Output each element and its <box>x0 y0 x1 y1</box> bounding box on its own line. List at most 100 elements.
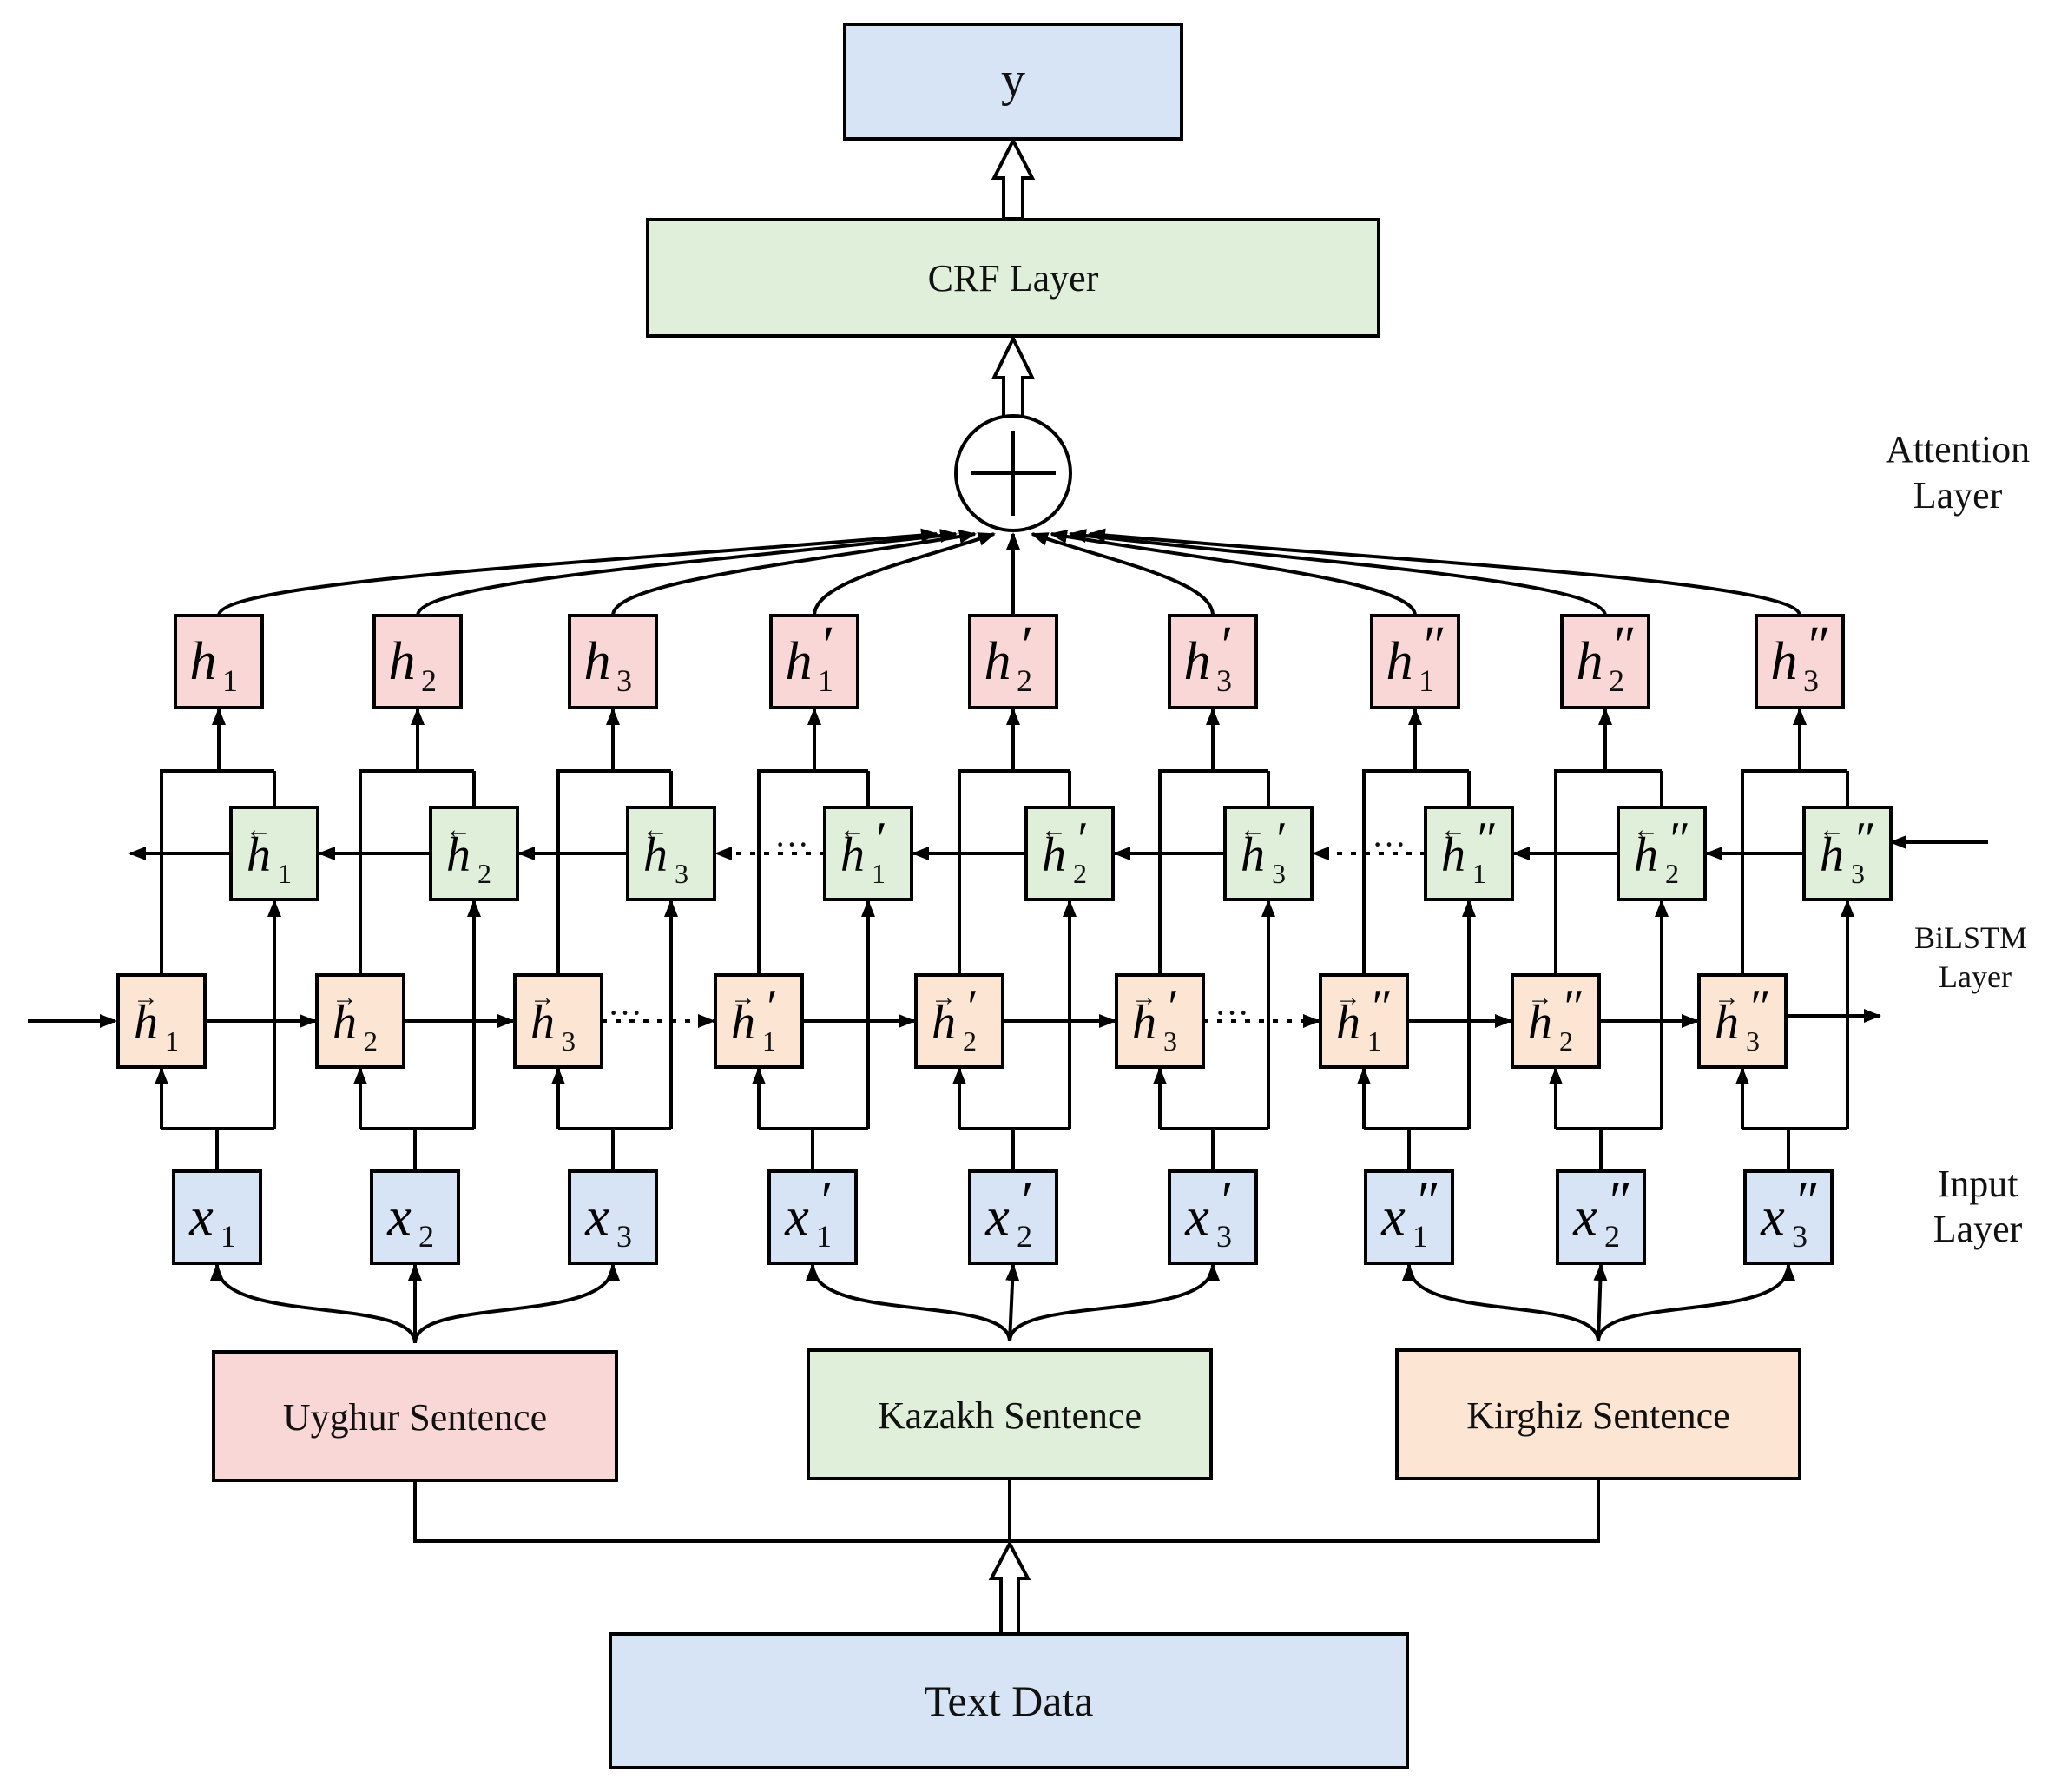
backward-lstm-node-symbol: h <box>1241 828 1265 882</box>
forward-lstm-node-box <box>315 973 405 1069</box>
input-node-box <box>172 1169 262 1265</box>
input-node-box <box>1364 1169 1454 1265</box>
forward-lstm-node-prime: ′ <box>764 980 775 1034</box>
forward-lstm-node-symbol: h <box>731 996 755 1050</box>
hidden-output-node-symbol: h <box>1771 632 1798 691</box>
hidden-output-node-prime: ′ <box>1018 616 1031 675</box>
forward-lstm-node-direction-icon: → <box>730 983 756 1011</box>
backward-lstm-node: h″1← <box>1424 806 1514 901</box>
sentence-to-input-arrow <box>806 1263 1011 1342</box>
hidden-output-node-subscript: 2 <box>1017 663 1032 698</box>
forward-lstm-node-subscript: 1 <box>762 1025 776 1057</box>
hidden-to-attention-arrow <box>1088 528 1801 616</box>
forward-lstm-node-prime: ″ <box>1369 980 1390 1034</box>
backward-lstm-node-prime: ″ <box>1853 813 1873 866</box>
input-node-box <box>1743 1169 1834 1265</box>
input-node-symbol: x <box>784 1188 809 1247</box>
hidden-to-attention-arrow <box>1031 532 1215 616</box>
backward-lstm-node-direction-icon: ← <box>1041 815 1067 844</box>
forward-lstm-node-prime: ″ <box>1748 980 1768 1034</box>
forward-lstm-node-direction-icon: → <box>1131 983 1157 1011</box>
backward-lstm-node-box <box>626 806 716 901</box>
input-node-subscript: 1 <box>221 1219 236 1254</box>
input-split-line <box>759 1127 868 1171</box>
backward-lstm-node-symbol: h <box>1042 828 1066 882</box>
hidden-output-node-symbol: h <box>1577 632 1603 691</box>
backward-lstm-node: h′2← <box>1024 806 1115 901</box>
input-node-box <box>968 1169 1058 1265</box>
forward-lstm-node-box <box>513 973 603 1069</box>
merge-line <box>556 769 673 975</box>
forward-lstm-node-box <box>1319 973 1409 1069</box>
hidden-to-attention-arrow <box>217 528 938 616</box>
input-node-symbol: x <box>188 1188 214 1247</box>
hidden-to-attention-arrow <box>416 529 958 616</box>
hidden-output-node-box <box>968 614 1058 709</box>
backward-lstm-node-box <box>1617 806 1707 901</box>
backward-lstm-node-subscript: 3 <box>675 858 688 889</box>
backward-lstm-node-box <box>823 806 913 901</box>
backward-lstm-node-direction-icon: ← <box>642 815 668 844</box>
input-node: x′2 <box>968 1169 1058 1265</box>
hidden-output-node-subscript: 2 <box>1609 663 1624 698</box>
input-node-subscript: 3 <box>1216 1219 1232 1254</box>
backward-lstm-node-subscript: 1 <box>1472 858 1486 889</box>
backward-lstm-node-subscript: 2 <box>477 858 491 889</box>
input-split-line <box>1160 1127 1268 1171</box>
sentence-to-input-arrow <box>1597 1263 1795 1342</box>
input-node-subscript: 3 <box>616 1219 632 1254</box>
backward-lstm-node-subscript: 3 <box>1272 858 1286 889</box>
input-layer-label-line1: Input <box>1938 1163 2018 1205</box>
attention-sum-node <box>954 414 1072 532</box>
forward-lstm-node-symbol: h <box>1132 996 1156 1050</box>
backward-lstm-node-prime: ′ <box>1274 813 1285 866</box>
input-node-symbol: x <box>984 1188 1010 1247</box>
forward-lstm-node-box <box>1697 973 1788 1069</box>
hidden-output-node: h″1 <box>1370 614 1460 709</box>
backward-lstm-node-direction-icon: ← <box>1240 815 1266 844</box>
backward-lstm-node-direction-icon: ← <box>1633 815 1659 844</box>
hidden-output-node-box <box>1168 614 1258 709</box>
hidden-output-node-subscript: 3 <box>616 663 632 698</box>
sentence-to-input-arrow <box>1005 1263 1020 1342</box>
backward-lstm-node-symbol: h <box>840 828 865 882</box>
backward-lstm-node-box <box>1223 806 1314 901</box>
forward-lstm-node-box <box>714 973 804 1069</box>
text-data-split-lines <box>413 1480 1600 1543</box>
input-node-prime: ″ <box>1414 1172 1438 1231</box>
hidden-output-node: h′1 <box>769 614 859 709</box>
forward-lstm-node-box <box>1511 973 1601 1069</box>
forward-lstm-node-symbol: h <box>1715 996 1739 1050</box>
input-node: x″2 <box>1556 1169 1646 1265</box>
merge-line <box>359 769 476 975</box>
text-data-label: Text Data <box>924 1677 1093 1725</box>
backward-lstm-node-subscript: 2 <box>1073 858 1087 889</box>
hidden-output-node-box <box>1560 614 1650 709</box>
forward-lstm-node-subscript: 2 <box>1559 1025 1573 1057</box>
merge-line <box>757 769 870 975</box>
forward-lstm-node-box <box>1115 973 1205 1069</box>
forward-lstm-node-box <box>914 973 1004 1069</box>
forward-lstm-node: h′3→ <box>1115 973 1205 1069</box>
forward-lstm-node-symbol: h <box>333 996 357 1050</box>
hidden-output-node-prime: ′ <box>1218 616 1231 675</box>
input-split-line <box>1556 1127 1662 1171</box>
forward-lstm-node: h″1→ <box>1319 973 1409 1069</box>
input-node-box <box>1168 1169 1258 1265</box>
output-label: y <box>1001 53 1025 107</box>
output-box <box>843 23 1183 141</box>
input-node-prime: ′ <box>1018 1172 1031 1231</box>
forward-lstm-node-subscript: 2 <box>963 1025 977 1057</box>
hidden-output-node-box <box>1755 614 1845 709</box>
backward-lstm-node-direction-icon: ← <box>1819 815 1845 844</box>
merge-line <box>1741 769 1849 975</box>
input-node-prime: ″ <box>1606 1172 1630 1231</box>
